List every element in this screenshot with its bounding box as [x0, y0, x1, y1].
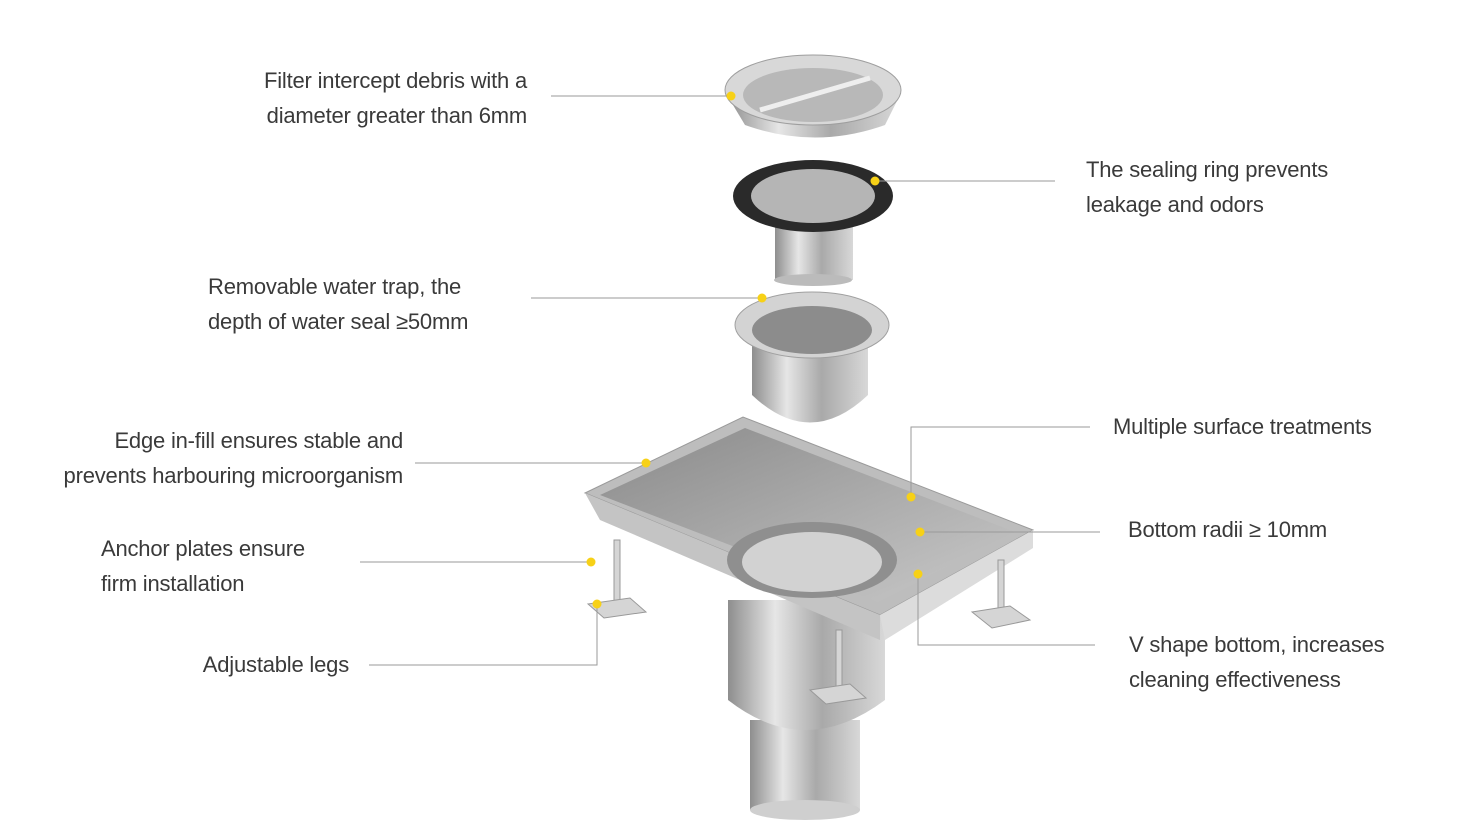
filter-basket	[724, 54, 902, 138]
water-trap	[734, 291, 890, 423]
leader-lines	[360, 95, 1100, 666]
sealing-ring	[733, 160, 893, 286]
callout-text: firm installation	[101, 571, 245, 596]
callout-water-trap: Removable water trap, the depth of water…	[208, 269, 468, 339]
callout-legs: Adjustable legs	[203, 647, 349, 682]
adjustable-legs	[586, 539, 1032, 705]
callout-text: diameter greater than 6mm	[266, 103, 528, 128]
callout-text: cleaning effectiveness	[1129, 667, 1341, 692]
callout-surface: Multiple surface treatments	[1113, 409, 1372, 444]
drain-tray	[583, 416, 1035, 640]
callout-filter: Filter intercept debris with a diameter …	[264, 63, 527, 133]
callout-sealing-ring: The sealing ring prevents leakage and od…	[1086, 152, 1328, 222]
callout-v-shape: V shape bottom, increases cleaning effec…	[1129, 627, 1385, 697]
callout-text: depth of water seal ≥50mm	[208, 309, 469, 334]
callout-text: Edge in-fill ensures stable and	[114, 428, 403, 453]
callout-dots	[586, 91, 925, 609]
callout-text: leakage and odors	[1086, 192, 1264, 217]
callout-text: Anchor plates ensure	[101, 536, 305, 561]
callout-text: Multiple surface treatments	[1113, 414, 1372, 439]
callout-edge-infill: Edge in-fill ensures stable and prevents…	[63, 423, 404, 493]
callout-text: V shape bottom, increases	[1129, 632, 1385, 657]
callout-anchor-plates: Anchor plates ensure firm installation	[101, 531, 305, 601]
callout-text: Filter intercept debris with a	[264, 68, 527, 93]
callout-text: Adjustable legs	[202, 652, 349, 677]
callout-text: The sealing ring prevents	[1086, 157, 1329, 182]
callout-text: Removable water trap, the	[208, 274, 462, 299]
outlet-pipe	[728, 600, 885, 820]
callout-text: Bottom radii ≥ 10mm	[1128, 517, 1328, 542]
callout-bottom-radii: Bottom radii ≥ 10mm	[1128, 512, 1327, 547]
callout-text: prevents harbouring microorganism	[63, 463, 404, 488]
